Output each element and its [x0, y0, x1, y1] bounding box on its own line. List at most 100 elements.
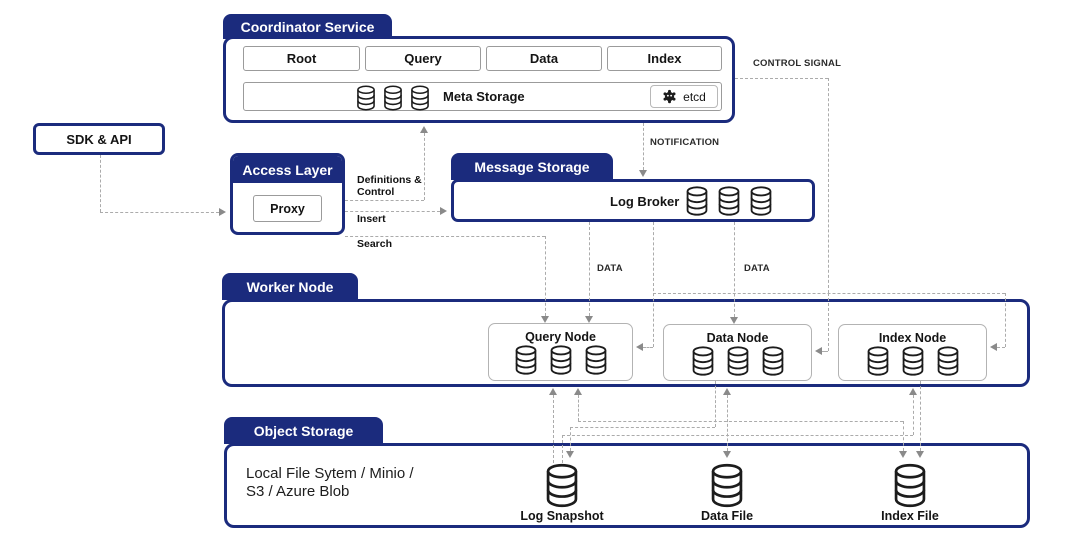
proxy-box: Proxy — [253, 195, 322, 222]
arrowhead-left-icon — [815, 347, 822, 355]
arrowhead-down-icon — [723, 451, 731, 458]
worker-node-tab: Worker Node — [222, 273, 358, 300]
meta-storage-box — [243, 82, 722, 111]
database-icon — [900, 346, 926, 376]
dashed-line — [734, 222, 735, 317]
dashed-line — [997, 347, 1005, 348]
arrowhead-down-icon — [585, 316, 593, 323]
dashed-line — [562, 435, 913, 436]
database-icon — [513, 345, 539, 375]
index-coord-box: Index — [607, 46, 722, 71]
query-node-box: Query Node — [488, 323, 633, 381]
backends-line-1: Local File Sytem / Minio / — [246, 465, 414, 482]
dashed-line — [570, 427, 715, 428]
database-icon — [684, 186, 710, 216]
index-node-box: Index Node — [838, 324, 987, 381]
dashed-line — [578, 395, 579, 421]
database-icon — [748, 186, 774, 216]
arrowhead-down-icon — [916, 451, 924, 458]
database-icon — [716, 186, 742, 216]
access-layer-box: Access Layer — [230, 153, 345, 235]
log-snapshot-label: Log Snapshot — [520, 509, 604, 523]
dashed-line — [553, 395, 554, 463]
database-icon — [760, 346, 786, 376]
query-node-databases — [513, 345, 609, 375]
query-coord-box: Query — [365, 46, 481, 71]
dashed-line — [570, 427, 571, 451]
database-icon — [548, 345, 574, 375]
definitions-control-label: Definitions & Control — [357, 174, 422, 198]
dashed-line — [345, 236, 545, 237]
data-file-label: Data File — [700, 509, 754, 523]
index-file-database-icon — [891, 463, 929, 508]
dashed-line — [100, 212, 219, 213]
arrowhead-up-icon — [420, 126, 428, 133]
arrowhead-down-icon — [730, 317, 738, 324]
database-icon — [725, 346, 751, 376]
arrowhead-up-icon — [574, 388, 582, 395]
arrowhead-up-icon — [909, 388, 917, 395]
etcd-box: etcd — [650, 85, 718, 108]
search-label: Search — [357, 238, 393, 250]
database-icon — [935, 346, 961, 376]
dashed-line — [727, 395, 728, 451]
arrowhead-down-icon — [899, 451, 907, 458]
dashed-line — [828, 78, 829, 293]
dashed-line — [345, 211, 440, 212]
access-layer-header: Access Layer — [233, 156, 342, 183]
etcd-gear-icon — [662, 89, 677, 104]
arrowhead-down-icon — [566, 451, 574, 458]
backends-line-2: S3 / Azure Blob — [246, 483, 350, 500]
message-storage-title: Message Storage — [474, 158, 590, 175]
notification-label: NOTIFICATION — [650, 137, 720, 148]
meta-storage-databases — [355, 85, 431, 111]
dashed-line — [828, 293, 829, 351]
index-file-label: Index File — [881, 509, 939, 523]
dashed-line — [424, 133, 425, 200]
message-storage-tab: Message Storage — [451, 153, 613, 180]
dashed-line — [100, 155, 101, 212]
dashed-line — [345, 200, 424, 201]
sdk-api-label: SDK & API — [66, 131, 132, 147]
insert-label: Insert — [357, 213, 386, 225]
database-icon — [382, 85, 404, 111]
dashed-line — [545, 236, 546, 316]
arrowhead-up-icon — [723, 388, 731, 395]
dashed-line — [822, 351, 828, 352]
dashed-line — [920, 381, 921, 451]
object-storage-title: Object Storage — [253, 422, 354, 439]
dashed-line — [653, 293, 1005, 294]
dashed-line — [715, 381, 716, 427]
arrowhead-down-icon — [639, 170, 647, 177]
log-broker-databases — [684, 186, 774, 216]
database-icon — [583, 345, 609, 375]
root-coord-label: Root — [286, 51, 317, 66]
database-icon — [690, 346, 716, 376]
data-coord-box: Data — [486, 46, 602, 71]
root-coord-box: Root — [243, 46, 360, 71]
proxy-label: Proxy — [270, 201, 305, 216]
arrowhead-left-icon — [636, 343, 643, 351]
dashed-line — [578, 421, 903, 422]
data-node-label: Data Node — [706, 331, 769, 345]
database-icon — [409, 85, 431, 111]
arrowhead-down-icon — [541, 316, 549, 323]
dashed-line — [913, 395, 914, 435]
data-label-data: DATA — [744, 263, 770, 274]
data-label-query: DATA — [597, 263, 623, 274]
index-node-label: Index Node — [878, 331, 947, 345]
dashed-line — [903, 421, 904, 451]
meta-storage-label: Meta Storage — [443, 89, 525, 104]
data-file-database-icon — [708, 463, 746, 508]
dashed-line — [562, 435, 563, 463]
arrowhead-left-icon — [990, 343, 997, 351]
database-icon — [355, 85, 377, 111]
control-signal-label: CONTROL SIGNAL — [753, 58, 842, 69]
index-coord-label: Index — [647, 51, 682, 66]
etcd-label: etcd — [683, 89, 706, 104]
data-coord-label: Data — [529, 51, 559, 66]
arrowhead-up-icon — [549, 388, 557, 395]
index-node-databases — [865, 346, 961, 376]
sdk-api-box: SDK & API — [33, 123, 165, 155]
